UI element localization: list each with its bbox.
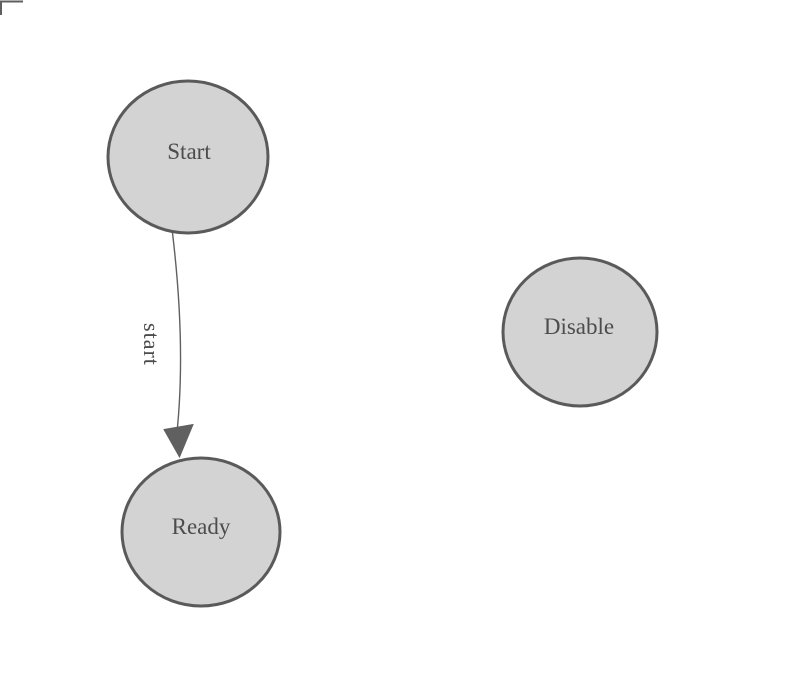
canvas-corner-mark <box>0 0 23 15</box>
edge-path[interactable] <box>171 232 182 428</box>
node-disable-label: Disable <box>544 314 614 339</box>
node-disable-shape[interactable] <box>501 256 659 408</box>
node-ready-label: Ready <box>172 514 231 539</box>
node-start-shape[interactable] <box>106 79 270 235</box>
node-start-label: Start <box>167 139 211 164</box>
edge-label: start <box>139 323 164 366</box>
node-ready-shape[interactable] <box>120 456 282 608</box>
arrowhead-icon <box>163 423 194 459</box>
node-ready[interactable]: Ready <box>120 456 282 608</box>
node-disable[interactable]: Disable <box>501 256 659 408</box>
edge-start-to-ready[interactable]: start <box>139 232 194 459</box>
node-start[interactable]: Start <box>106 79 270 235</box>
